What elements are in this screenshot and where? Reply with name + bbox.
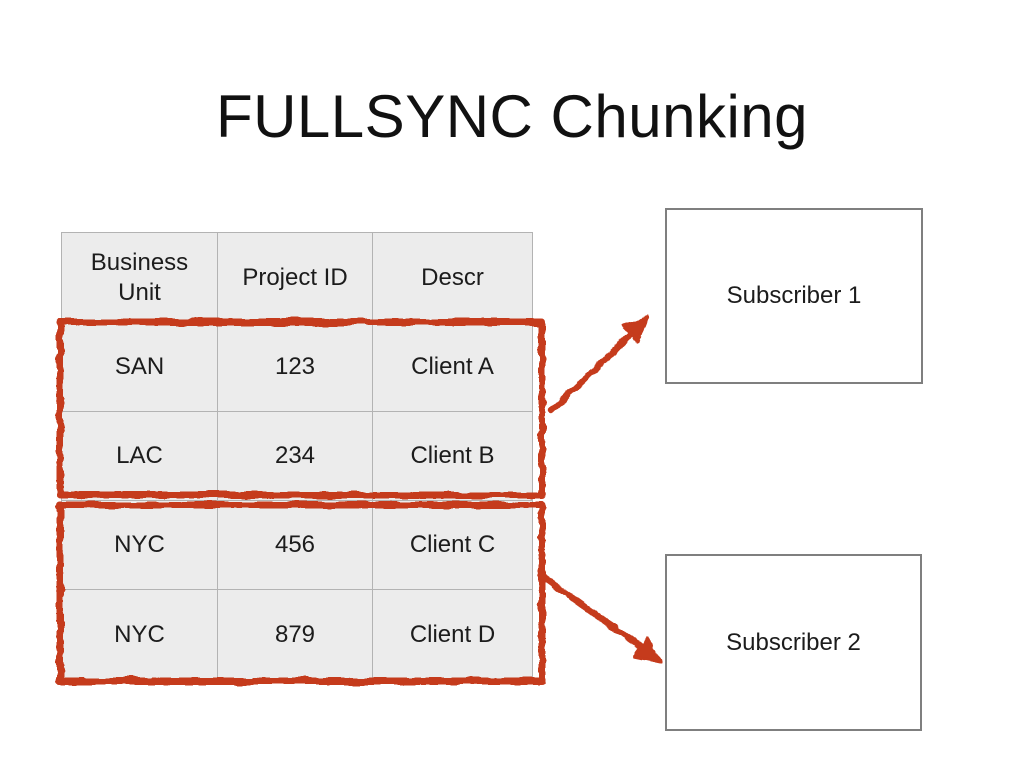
subscriber-1-label: Subscriber 1 [726,282,862,309]
table-row: SAN 123 Client A [62,323,532,412]
arrow-to-subscriber-1 [548,315,650,414]
cell-business-unit: LAC [62,412,218,501]
cell-project-id: 879 [218,590,373,679]
cell-project-id: 123 [218,323,373,412]
data-table: Business Unit Project ID Descr SAN 123 C… [61,232,533,680]
slide-title: FULLSYNC Chunking [215,83,809,150]
cell-project-id: 456 [218,501,373,590]
table-row: NYC 879 Client D [62,590,532,679]
table-row: LAC 234 Client B [62,412,532,501]
column-header-project-id: Project ID [218,233,373,323]
column-header-descr: Descr [373,233,532,323]
arrow-to-subscriber-2 [537,571,662,664]
cell-descr: Client A [373,323,532,412]
cell-descr: Client C [373,501,532,590]
cell-descr: Client B [373,412,532,501]
cell-descr: Client D [373,590,532,679]
table-header-row: Business Unit Project ID Descr [62,233,532,323]
cell-business-unit: NYC [62,590,218,679]
subscriber-1-box: Subscriber 1 [665,208,923,384]
subscriber-2-label: Subscriber 2 [726,628,861,656]
subscriber-2-box: Subscriber 2 [665,554,922,731]
cell-business-unit: NYC [62,501,218,590]
column-header-business-unit: Business Unit [62,233,218,323]
table-row: NYC 456 Client C [62,501,532,590]
cell-business-unit: SAN [62,323,218,412]
cell-project-id: 234 [218,412,373,501]
